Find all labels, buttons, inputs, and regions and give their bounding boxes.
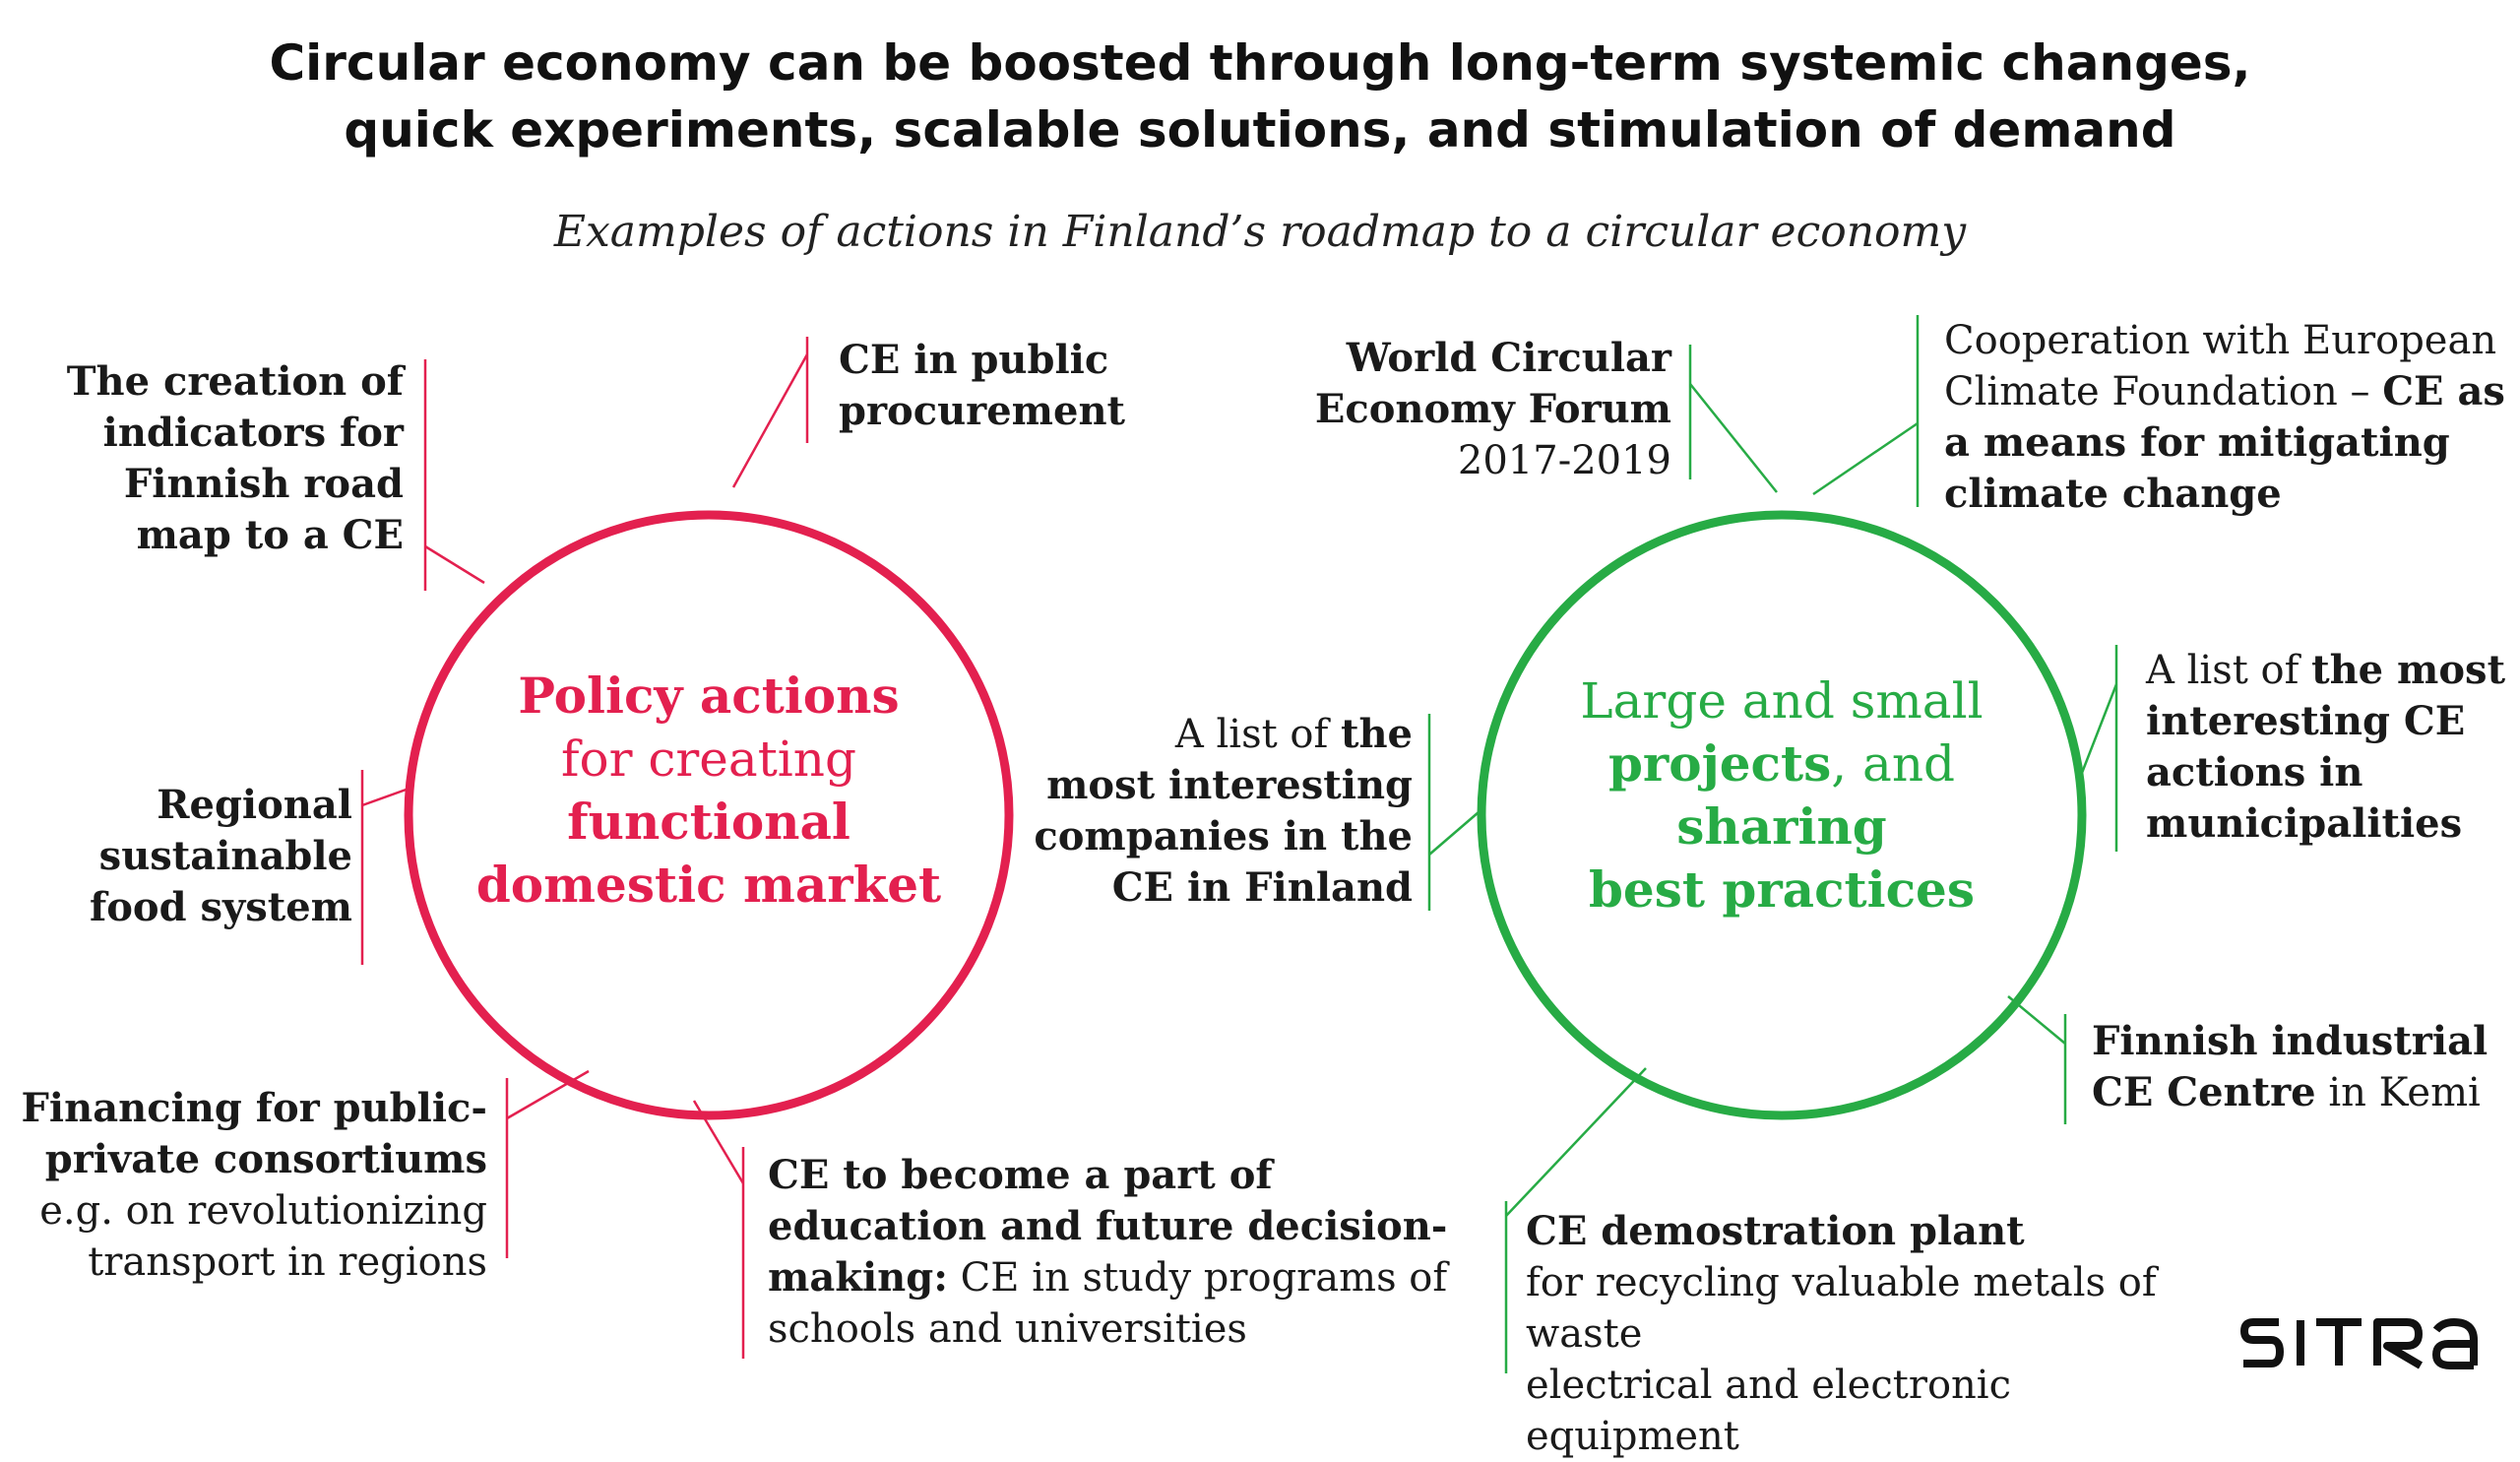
connector-indicators — [424, 544, 485, 585]
policy-line-2: for creating — [561, 731, 856, 788]
subtitle: Examples of actions in Finland’s roadmap… — [553, 207, 1967, 257]
connector-education — [692, 1100, 745, 1184]
label-procurement: CE in public procurement — [839, 335, 1252, 437]
label-plant: CE demostration plant for recycling valu… — [1526, 1206, 2235, 1462]
projects-line-2-rest: , and — [1831, 735, 1956, 793]
forum-line-3: 2017-2019 — [1457, 438, 1671, 483]
connector-municipalities — [2080, 683, 2118, 774]
indicators-line-1: The creation of — [66, 358, 404, 405]
financing-line-3: e.g. on revolutionizing — [39, 1188, 487, 1234]
label-food: Regional sustainable food system — [39, 780, 352, 933]
indicators-line-4: map to a CE — [136, 512, 404, 558]
companies-line-1: A list of the — [1004, 709, 1413, 760]
food-line-1: Regional — [157, 782, 352, 828]
projects-line-2-bold: projects — [1607, 734, 1832, 793]
plant-line-2: for recycling valuable metals of waste — [1526, 1260, 2157, 1357]
procurement-line-2: procurement — [839, 388, 1126, 434]
companies-line-1-a: A list of — [1174, 712, 1341, 757]
municipalities-line-2: interesting CE — [2146, 698, 2466, 744]
kemi-line-2-rest: in Kemi — [2315, 1070, 2481, 1115]
kemi-line-2: CE Centre in Kemi — [2092, 1067, 2510, 1118]
connector-kemi — [2007, 995, 2066, 1045]
municipalities-line-4: municipalities — [2146, 800, 2463, 847]
municipalities-line-1: A list of the most — [2146, 645, 2510, 696]
procurement-line-1: CE in public — [839, 337, 1109, 383]
plant-line-1: CE demostration plant — [1526, 1208, 2025, 1254]
policy-line-4: domestic market — [475, 856, 942, 914]
climate-line-2-a: Climate Foundation – — [1944, 369, 2383, 414]
title-line-2: quick experiments, scalable solutions, a… — [344, 101, 2176, 159]
label-indicators: The creation of indicators for Finnish r… — [20, 356, 404, 561]
kemi-line-2-bold: CE Centre — [2092, 1069, 2316, 1115]
education-line-3: making: CE in study programs of — [768, 1252, 1477, 1303]
climate-line-2-b: CE as — [2382, 368, 2505, 414]
title-line-1: Circular economy can be boosted through … — [269, 34, 2251, 92]
food-line-2: sustainable — [98, 833, 352, 879]
climate-line-4: climate change — [1944, 471, 2282, 517]
projects-line-4: best practices — [1588, 860, 1976, 919]
education-line-2: education and future decision- — [768, 1203, 1448, 1249]
kemi-line-1: Finnish industrial — [2092, 1018, 2488, 1064]
connector-plant — [1505, 1067, 1647, 1217]
policy-connectors — [360, 337, 809, 1359]
financing-line-4: transport in regions — [88, 1240, 487, 1285]
policy-circle — [404, 510, 1014, 1120]
projects-connectors — [1427, 315, 2118, 1373]
financing-line-2: private consortiums — [44, 1136, 487, 1182]
food-line-3: food system — [90, 884, 352, 930]
municipalities-line-1-b: the most — [2311, 647, 2506, 693]
indicators-line-3: Finnish road — [123, 461, 404, 507]
companies-line-4: CE in Finland — [1111, 864, 1413, 911]
education-line-4: schools and universities — [768, 1306, 1247, 1352]
label-kemi: Finnish industrial CE Centre in Kemi — [2092, 1016, 2510, 1118]
connector-forum — [1689, 383, 1778, 493]
companies-line-2: most interesting — [1046, 762, 1413, 808]
connector-financing — [506, 1069, 590, 1120]
label-climate: Cooperation with European Climate Founda… — [1944, 315, 2510, 520]
policy-line-3: functional — [567, 793, 850, 851]
projects-line-1: Large and small — [1580, 672, 1984, 730]
policy-center-text: Policy actions for creating functional d… — [463, 665, 955, 917]
sitra-logo — [2240, 1318, 2478, 1369]
projects-circle — [1477, 510, 2087, 1120]
projects-center-text: Large and small projects, and sharing be… — [1536, 669, 2028, 922]
education-line-1: CE to become a part of — [768, 1152, 1273, 1198]
connector-procurement — [731, 353, 809, 488]
projects-line-2: projects, and — [1536, 732, 2028, 795]
projects-line-3: sharing — [1676, 797, 1887, 856]
connector-climate — [1812, 421, 1919, 496]
diagram-lines — [360, 315, 2118, 1373]
label-education: CE to become a part of education and fut… — [768, 1150, 1477, 1355]
plant-line-3: electrical and electronic equipment — [1526, 1363, 2011, 1459]
connector-companies — [1428, 811, 1480, 856]
main-title: Circular economy can be boosted through … — [0, 30, 2520, 163]
companies-line-3: companies in the — [1034, 813, 1413, 859]
connector-food — [361, 786, 412, 807]
climate-line-2: Climate Foundation – CE as — [1944, 366, 2510, 417]
label-companies: A list of the most interesting companies… — [1004, 709, 1413, 914]
forum-line-2: Economy Forum — [1314, 386, 1671, 432]
label-municipalities: A list of the most interesting CE action… — [2146, 645, 2510, 850]
municipalities-line-3: actions in — [2146, 749, 2363, 795]
education-line-3-rest: CE in study programs of — [947, 1255, 1448, 1301]
financing-line-1: Financing for public- — [21, 1085, 487, 1131]
indicators-line-2: indicators for — [102, 410, 404, 456]
label-forum: World Circular Economy Forum 2017-2019 — [1260, 333, 1671, 486]
policy-line-1: Policy actions — [518, 667, 900, 725]
climate-line-3: a means for mitigating — [1944, 419, 2450, 466]
climate-line-1: Cooperation with European — [1944, 318, 2497, 363]
label-financing: Financing for public- private consortium… — [10, 1083, 487, 1288]
companies-line-1-b: the — [1340, 711, 1413, 757]
municipalities-line-1-a: A list of — [2146, 648, 2312, 693]
forum-line-1: World Circular — [1346, 335, 1671, 381]
education-line-3-bold: making: — [768, 1254, 948, 1301]
